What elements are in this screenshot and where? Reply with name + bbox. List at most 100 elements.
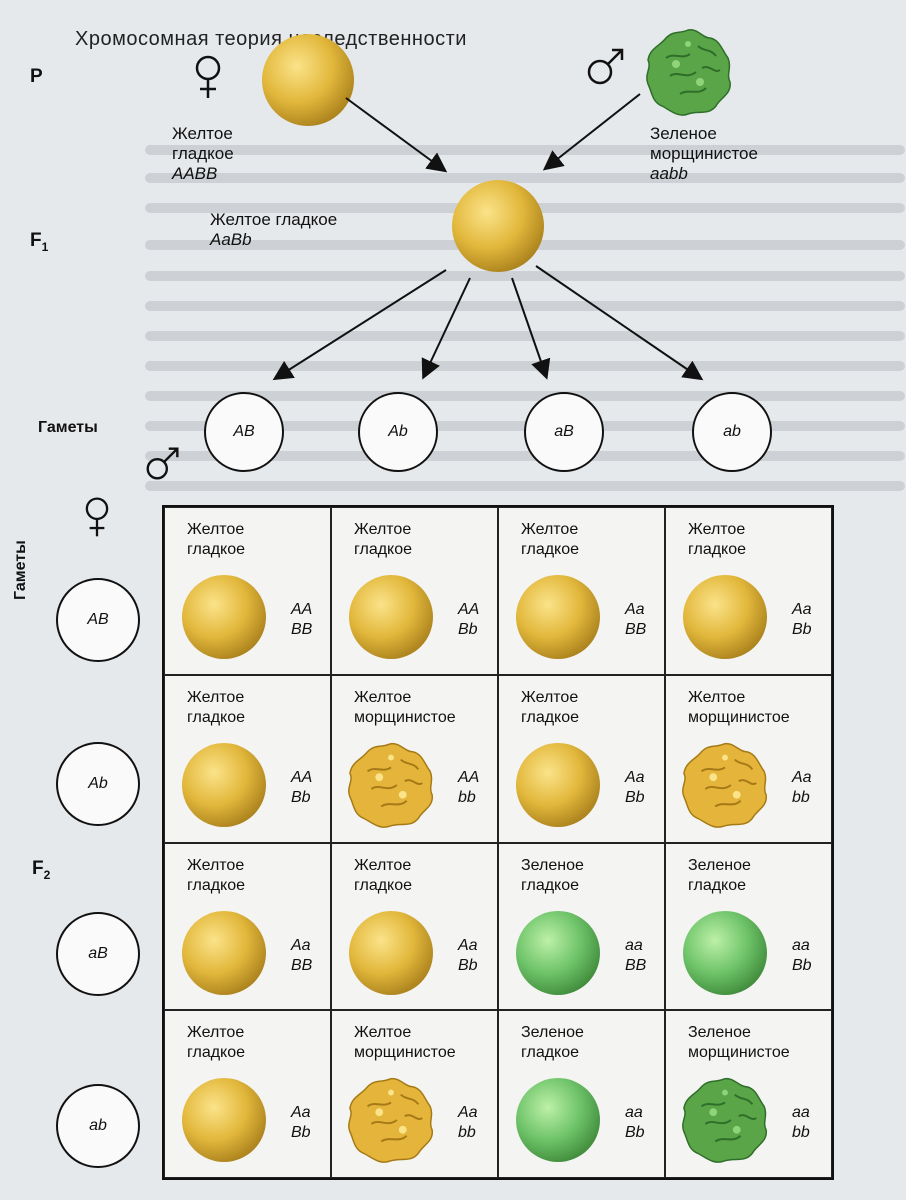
punnett-cell: Желтое гладкое AA Bb — [164, 674, 331, 843]
cell-phenotype-line1: Зеленое — [521, 856, 584, 874]
row-label-f2: F2 — [32, 858, 50, 882]
cell-genotype: Aa BB — [291, 936, 312, 976]
cell-phenotype-line2: гладкое — [521, 876, 580, 894]
row-label-f1-sub: 1 — [41, 239, 49, 254]
male-symbol-icon — [146, 447, 179, 480]
cell-phenotype-line2: гладкое — [521, 1044, 580, 1062]
cell-phenotype-line1: Зеленое — [688, 1024, 751, 1042]
cell-genotype: aa Bb — [792, 936, 812, 976]
pea-yellow-smooth-icon — [346, 572, 436, 662]
gamete-top-1: AB — [204, 392, 284, 472]
cell-phenotype-line1: Зеленое — [521, 1024, 584, 1042]
pea-yellow-smooth-icon — [680, 572, 770, 662]
cell-phenotype-line1: Желтое — [187, 688, 245, 706]
f1-label: Желтое гладкое AaBb — [210, 210, 337, 250]
cell-genotype-a: AA — [458, 768, 480, 786]
punnett-cell: Зеленое гладкое aa Bb — [665, 842, 832, 1011]
cell-phenotype: Желтое гладкое — [187, 1023, 245, 1063]
cell-genotype-a: aa — [625, 1104, 643, 1122]
parent-male-pea — [646, 29, 731, 116]
cell-phenotype-line2: морщинистое — [354, 708, 456, 726]
cell-phenotype: Желтое морщинистое — [354, 1023, 456, 1063]
row-label-f2-letter: F — [32, 858, 44, 879]
cell-genotype-b: BB — [625, 621, 647, 638]
cell-genotype-b: Bb — [792, 956, 812, 974]
pea-yellow-smooth-icon — [179, 572, 269, 662]
cell-phenotype-line1: Желтое — [187, 521, 245, 538]
punnett-cell: Зеленое гладкое aa Bb — [498, 1010, 665, 1178]
parent-male-genotype: aabb — [650, 164, 688, 183]
cell-genotype-a: AA — [291, 601, 313, 618]
cell-genotype-a: aa — [792, 1104, 810, 1122]
cell-genotype-b: bb — [792, 788, 810, 806]
cell-phenotype-line2: морщинистое — [354, 1044, 456, 1062]
pea-green-smooth-icon — [680, 908, 770, 998]
row-label-f1-letter: F — [30, 230, 42, 251]
gametes-side-label: Гаметы — [12, 540, 29, 600]
punnett-cell: Желтое морщинистое Aa bb — [331, 1010, 498, 1178]
cell-genotype-a: aa — [625, 936, 643, 954]
cell-genotype-b: bb — [458, 788, 476, 806]
punnett-cell: Желтое морщинистое AA bb — [331, 674, 498, 843]
cell-phenotype-line1: Желтое — [354, 856, 412, 874]
cell-phenotype: Желтое гладкое — [521, 688, 579, 728]
cell-genotype: Aa bb — [458, 1103, 478, 1143]
cell-phenotype: Желтое гладкое — [688, 520, 746, 560]
cell-phenotype: Зеленое гладкое — [521, 1023, 584, 1063]
cell-genotype-b: Bb — [458, 956, 478, 974]
cell-genotype-b: BB — [291, 621, 313, 638]
punnett-cell: Желтое морщинистое Aa bb — [665, 674, 832, 843]
cell-phenotype: Желтое гладкое — [187, 856, 245, 896]
parent-male-phenotype-2: морщинистое — [650, 144, 758, 163]
cell-phenotype: Желтое гладкое — [521, 520, 579, 560]
gamete-side-4: ab — [56, 1084, 140, 1168]
pea-yellow-wrinkled-icon — [680, 740, 770, 830]
pea-yellow-smooth-icon — [179, 908, 269, 998]
pea-yellow-smooth-icon — [179, 740, 269, 830]
punnett-cell: Желтое гладкое Aa BB — [498, 507, 665, 675]
cell-genotype: aa BB — [625, 936, 646, 976]
punnett-cell: Желтое гладкое AA Bb — [331, 507, 498, 675]
header-fragment: Хромосомная теория наследственности — [75, 28, 467, 50]
row-label-p: P — [30, 66, 43, 87]
punnett-cell: Желтое гладкое Aa BB — [164, 842, 331, 1011]
punnett-cell: Зеленое морщинистое aa bb — [665, 1010, 832, 1178]
cell-genotype: AA BB — [291, 600, 312, 640]
cell-genotype: Aa bb — [792, 768, 812, 808]
cell-genotype: aa Bb — [625, 1103, 645, 1143]
female-symbol-icon — [195, 55, 221, 98]
cell-genotype: Aa BB — [625, 600, 646, 640]
cell-phenotype: Зеленое морщинистое — [688, 1023, 790, 1063]
cell-phenotype: Желтое морщинистое — [688, 688, 790, 728]
cell-genotype: AA bb — [458, 768, 479, 808]
cell-genotype-a: Aa — [291, 936, 311, 954]
cell-genotype-b: Bb — [291, 1124, 311, 1142]
cell-phenotype-line2: гладкое — [354, 541, 413, 558]
cell-genotype-b: Bb — [458, 621, 478, 638]
punnett-cell: Желтое гладкое Aa Bb — [164, 1010, 331, 1178]
cell-genotype-a: Aa — [625, 768, 645, 786]
f1-phenotype: Желтое гладкое — [210, 210, 338, 229]
gamete-side-1: AB — [56, 578, 140, 662]
punnett-cell: Желтое гладкое AA BB — [164, 507, 331, 675]
cell-phenotype-line1: Желтое — [688, 688, 746, 706]
cell-phenotype-line2: гладкое — [187, 876, 246, 894]
f1-genotype: AaBb — [210, 230, 252, 249]
punnett-cell: Желтое гладкое Aa Bb — [498, 674, 665, 843]
cross-arrows — [272, 93, 704, 381]
cell-genotype-b: Bb — [625, 788, 645, 806]
cell-phenotype-line2: гладкое — [354, 876, 413, 894]
gamete-side-2: Ab — [56, 742, 140, 826]
cell-genotype-b: bb — [458, 1124, 476, 1142]
parent-female-phenotype-1: Желтое — [172, 124, 233, 143]
cell-phenotype-line1: Желтое — [521, 521, 579, 538]
cell-genotype: aa bb — [792, 1103, 810, 1143]
female-symbol-icon — [85, 497, 109, 537]
cell-genotype: Aa Bb — [458, 936, 478, 976]
cell-phenotype-line2: морщинистое — [688, 1044, 790, 1062]
cell-phenotype-line1: Желтое — [354, 521, 412, 538]
pea-yellow-smooth-icon — [346, 908, 436, 998]
cell-phenotype-line2: гладкое — [521, 708, 580, 726]
cell-genotype-b: Bb — [792, 621, 812, 638]
cell-genotype-a: aa — [792, 936, 810, 954]
